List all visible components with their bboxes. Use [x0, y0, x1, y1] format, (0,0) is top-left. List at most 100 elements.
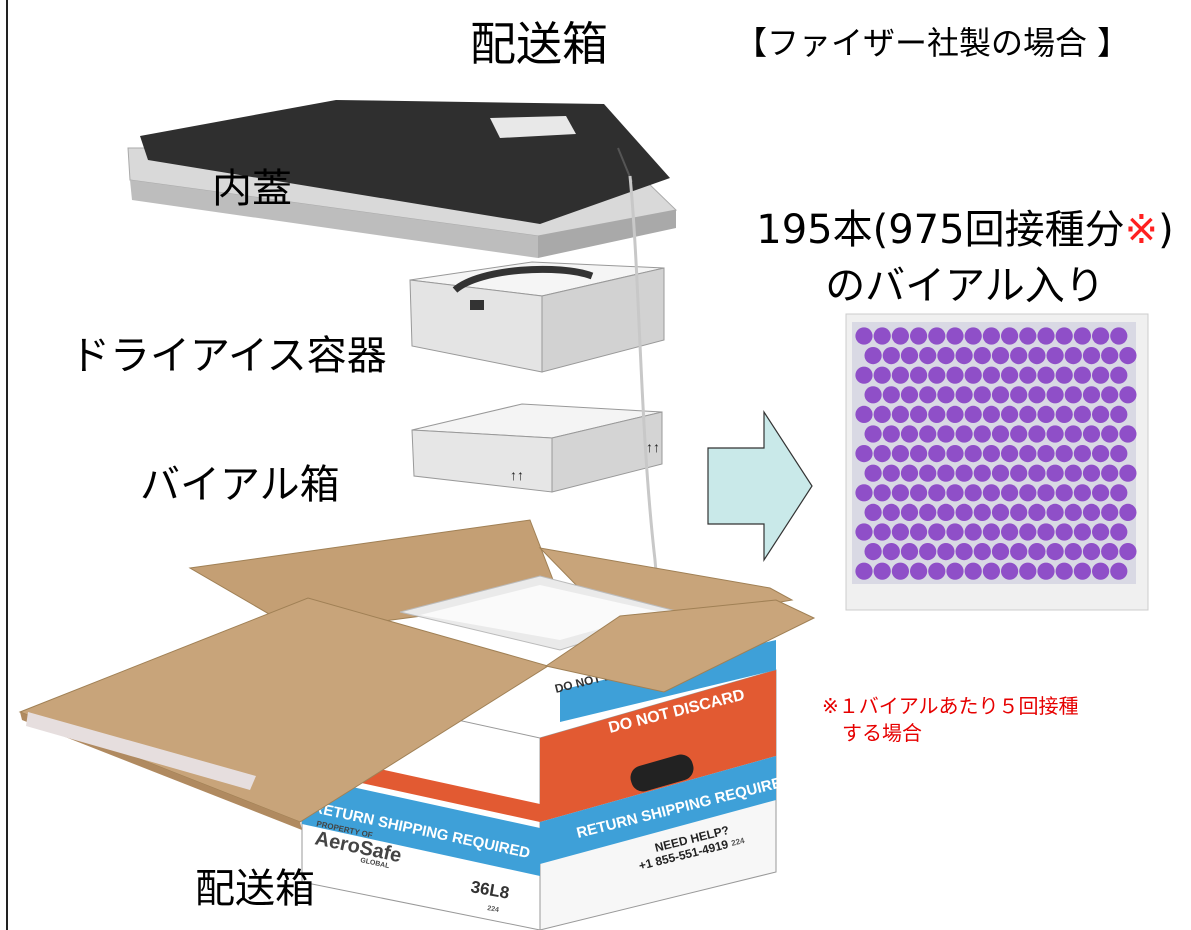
vial-cap: [937, 347, 955, 365]
vial-cap: [1046, 386, 1064, 404]
vial-cap: [982, 562, 1001, 580]
vial-cap: [1064, 347, 1082, 365]
vial-cap: [973, 503, 991, 521]
vial-cap: [928, 562, 946, 580]
vial-cap: [1037, 405, 1055, 423]
vial-cap: [1010, 543, 1028, 561]
vial-cap: [955, 543, 973, 561]
vial-cap: [1119, 503, 1137, 521]
vial-cap: [1110, 523, 1128, 541]
vial-cap: [891, 327, 910, 345]
vial-cap: [1119, 386, 1137, 404]
vial-cap: [964, 445, 982, 463]
vial-cap: [1046, 543, 1064, 561]
vial-cap: [891, 523, 910, 541]
vial-cap: [946, 405, 964, 423]
vial-cap: [1055, 523, 1073, 541]
vial-cap: [910, 523, 928, 541]
vial-cap: [1110, 562, 1128, 580]
vial-cap: [1028, 503, 1046, 521]
vial-cap: [946, 523, 964, 541]
vial-cap: [1064, 503, 1082, 521]
vial-cap: [991, 425, 1010, 443]
vial-cap: [1019, 562, 1037, 580]
vial-cap: [855, 327, 873, 345]
vial-cap: [855, 405, 873, 423]
dry-ice-container-image: [409, 261, 665, 373]
vial-cap: [973, 425, 991, 443]
vial-cap: [1092, 484, 1110, 502]
vial-cap: [1092, 523, 1110, 541]
vial-cap: [964, 405, 982, 423]
vial-cap: [1064, 543, 1082, 561]
vial-cap: [982, 366, 1001, 384]
vial-cap: [873, 405, 891, 423]
vial-cap: [1101, 425, 1119, 443]
vial-cap: [919, 347, 937, 365]
vial-cap: [982, 484, 1001, 502]
footnote-line1: ※１バイアルあたり５回接種: [822, 694, 1079, 718]
vial-cap: [928, 405, 946, 423]
svg-text:224: 224: [730, 836, 746, 848]
vial-cap: [882, 464, 900, 482]
vial-cap: [982, 327, 1001, 345]
vial-cap: [919, 503, 937, 521]
vial-cap: [1001, 484, 1019, 502]
vial-cap: [910, 327, 928, 345]
vial-cap: [1101, 503, 1119, 521]
shipping-box-label: 配送箱: [195, 866, 315, 912]
vial-cap: [891, 445, 910, 463]
footnote-mark: ※: [1124, 207, 1159, 253]
vial-cap: [1055, 484, 1073, 502]
vial-cap: [946, 484, 964, 502]
vial-cap: [1010, 347, 1028, 365]
vial-cap: [910, 366, 928, 384]
vial-cap: [891, 405, 910, 423]
vial-cap: [910, 445, 928, 463]
vial-cap: [1055, 366, 1073, 384]
vial-cap: [864, 503, 882, 521]
vial-cap: [1019, 484, 1037, 502]
vial-cap: [1055, 327, 1073, 345]
vial-cap: [855, 484, 873, 502]
vial-cap: [1037, 523, 1055, 541]
vial-cap: [891, 366, 910, 384]
vial-cap: [855, 562, 873, 580]
vial-cap: [1110, 445, 1128, 463]
vial-cap: [1073, 562, 1091, 580]
vial-caps: [855, 327, 1137, 580]
vial-cap: [891, 484, 910, 502]
vial-cap: [864, 464, 882, 482]
svg-text:224: 224: [487, 905, 500, 914]
vial-cap: [1001, 523, 1019, 541]
vial-cap: [1010, 503, 1028, 521]
vial-cap: [900, 347, 919, 365]
vial-cap: [910, 484, 928, 502]
vial-cap: [1101, 347, 1119, 365]
vial-cap: [1082, 503, 1101, 521]
vial-cap: [1073, 327, 1091, 345]
inner-lid-image: [127, 100, 678, 258]
vial-cap: [1073, 523, 1091, 541]
vial-cap: [882, 503, 900, 521]
vial-cap: [928, 484, 946, 502]
vial-cap: [973, 464, 991, 482]
vial-cap: [1073, 445, 1091, 463]
vial-cap: [1073, 405, 1091, 423]
vial-cap: [1110, 327, 1128, 345]
vial-cap: [928, 523, 946, 541]
box-handle: [630, 754, 694, 792]
vial-cap: [1028, 347, 1046, 365]
vial-cap: [900, 464, 919, 482]
vial-cap: [955, 503, 973, 521]
vial-cap: [855, 523, 873, 541]
vial-cap: [1019, 327, 1037, 345]
vial-cap: [1046, 464, 1064, 482]
vial-cap: [1010, 464, 1028, 482]
vial-cap: [919, 386, 937, 404]
vial-cap: [991, 543, 1010, 561]
vial-cap: [964, 327, 982, 345]
right-arrow-icon: [707, 409, 813, 563]
vial-cap: [982, 405, 1001, 423]
vial-cap: [1082, 347, 1101, 365]
